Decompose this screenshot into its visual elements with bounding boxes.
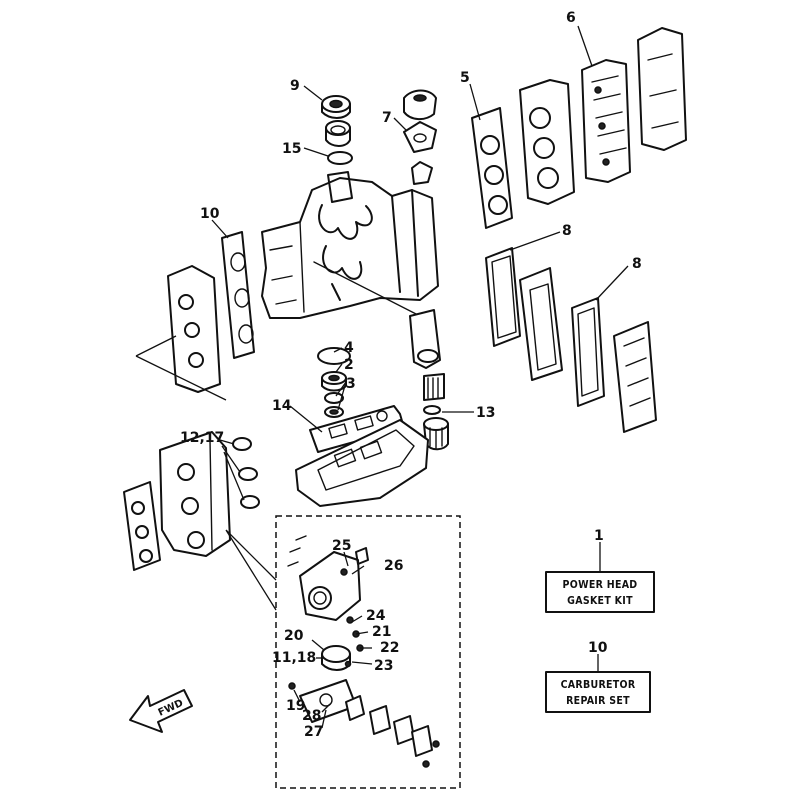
fwd-arrow: FWD xyxy=(129,689,193,733)
callout-12-17: 12,17 xyxy=(180,430,224,446)
cover-7 xyxy=(403,89,437,185)
callout-27: 27 xyxy=(304,724,323,740)
head-cover-gasket-6 xyxy=(581,59,631,183)
seal-9 xyxy=(321,95,351,119)
callout-1: 1 xyxy=(594,528,604,544)
carb-kit-line2: REPAIR SET xyxy=(566,695,630,707)
callout-28: 28 xyxy=(302,708,321,724)
o-rings-12-17 xyxy=(232,437,260,509)
exhaust-cover xyxy=(613,321,657,433)
power-head-block xyxy=(261,171,439,319)
callout-26: 26 xyxy=(384,558,403,574)
callout-8b: 8 xyxy=(632,256,642,272)
callout-11-18: 11,18 xyxy=(272,650,316,666)
power-head-kit-label: POWER HEAD GASKET KIT xyxy=(545,542,655,613)
callout-20: 20 xyxy=(284,628,304,644)
o-ring-15 xyxy=(327,151,353,165)
callout-25: 25 xyxy=(332,538,351,554)
power-head-kit-line2: GASKET KIT xyxy=(567,595,633,607)
callout-9: 9 xyxy=(290,78,300,94)
callout-15: 15 xyxy=(282,141,301,157)
oil-seal-2 xyxy=(321,371,347,392)
callout-22: 22 xyxy=(380,640,399,656)
intake-manifold xyxy=(167,265,221,393)
bearing-15 xyxy=(325,120,351,147)
leader-detail-box xyxy=(225,529,277,611)
reed-petals xyxy=(345,695,440,768)
thermostat-housing xyxy=(409,309,441,369)
carburetor-assembly xyxy=(159,431,231,557)
callout-14: 14 xyxy=(272,398,292,414)
carburetor-detail-box xyxy=(275,515,461,789)
callout-13: 13 xyxy=(476,405,495,421)
exhaust-plate xyxy=(519,267,563,381)
float-bowl xyxy=(321,645,351,671)
callout-10a: 10 xyxy=(200,206,220,222)
callout-6: 6 xyxy=(566,10,576,26)
power-head-kit-line1: POWER HEAD xyxy=(563,579,638,591)
filter-element xyxy=(423,373,445,401)
callout-24: 24 xyxy=(366,608,386,624)
callout-8a: 8 xyxy=(562,223,572,239)
base-plate xyxy=(295,419,429,507)
callout-3: 3 xyxy=(346,376,356,392)
intake-flange xyxy=(123,481,161,571)
intake-gasket-10 xyxy=(221,231,255,359)
exhaust-gasket-8b xyxy=(571,297,605,407)
callout-4: 4 xyxy=(344,340,354,356)
exhaust-gasket-8a xyxy=(485,247,521,347)
o-ring-4 xyxy=(317,347,351,365)
carb-body-detail xyxy=(287,535,369,621)
callout-19: 19 xyxy=(286,698,305,714)
callout-7: 7 xyxy=(382,110,392,126)
callout-21: 21 xyxy=(372,624,391,640)
carburetor-kit-label: CARBURETOR REPAIR SET xyxy=(545,654,651,713)
callout-2: 2 xyxy=(344,357,354,373)
cylinder-head xyxy=(519,79,575,205)
head-gasket-5 xyxy=(471,107,513,229)
callout-numbers: 9 15 7 5 6 8 8 10 4 2 3 13 14 12,17 25 2… xyxy=(180,10,642,740)
leader-intake-group xyxy=(135,335,227,401)
carb-kit-line1: CARBURETOR xyxy=(561,679,636,691)
seal-3 xyxy=(324,392,344,418)
callout-5: 5 xyxy=(460,70,470,86)
head-cover xyxy=(637,27,687,151)
callout-23: 23 xyxy=(374,658,393,674)
callout-10b: 10 xyxy=(588,640,608,656)
leader-lines xyxy=(211,25,629,729)
o-ring-13 xyxy=(423,405,441,415)
